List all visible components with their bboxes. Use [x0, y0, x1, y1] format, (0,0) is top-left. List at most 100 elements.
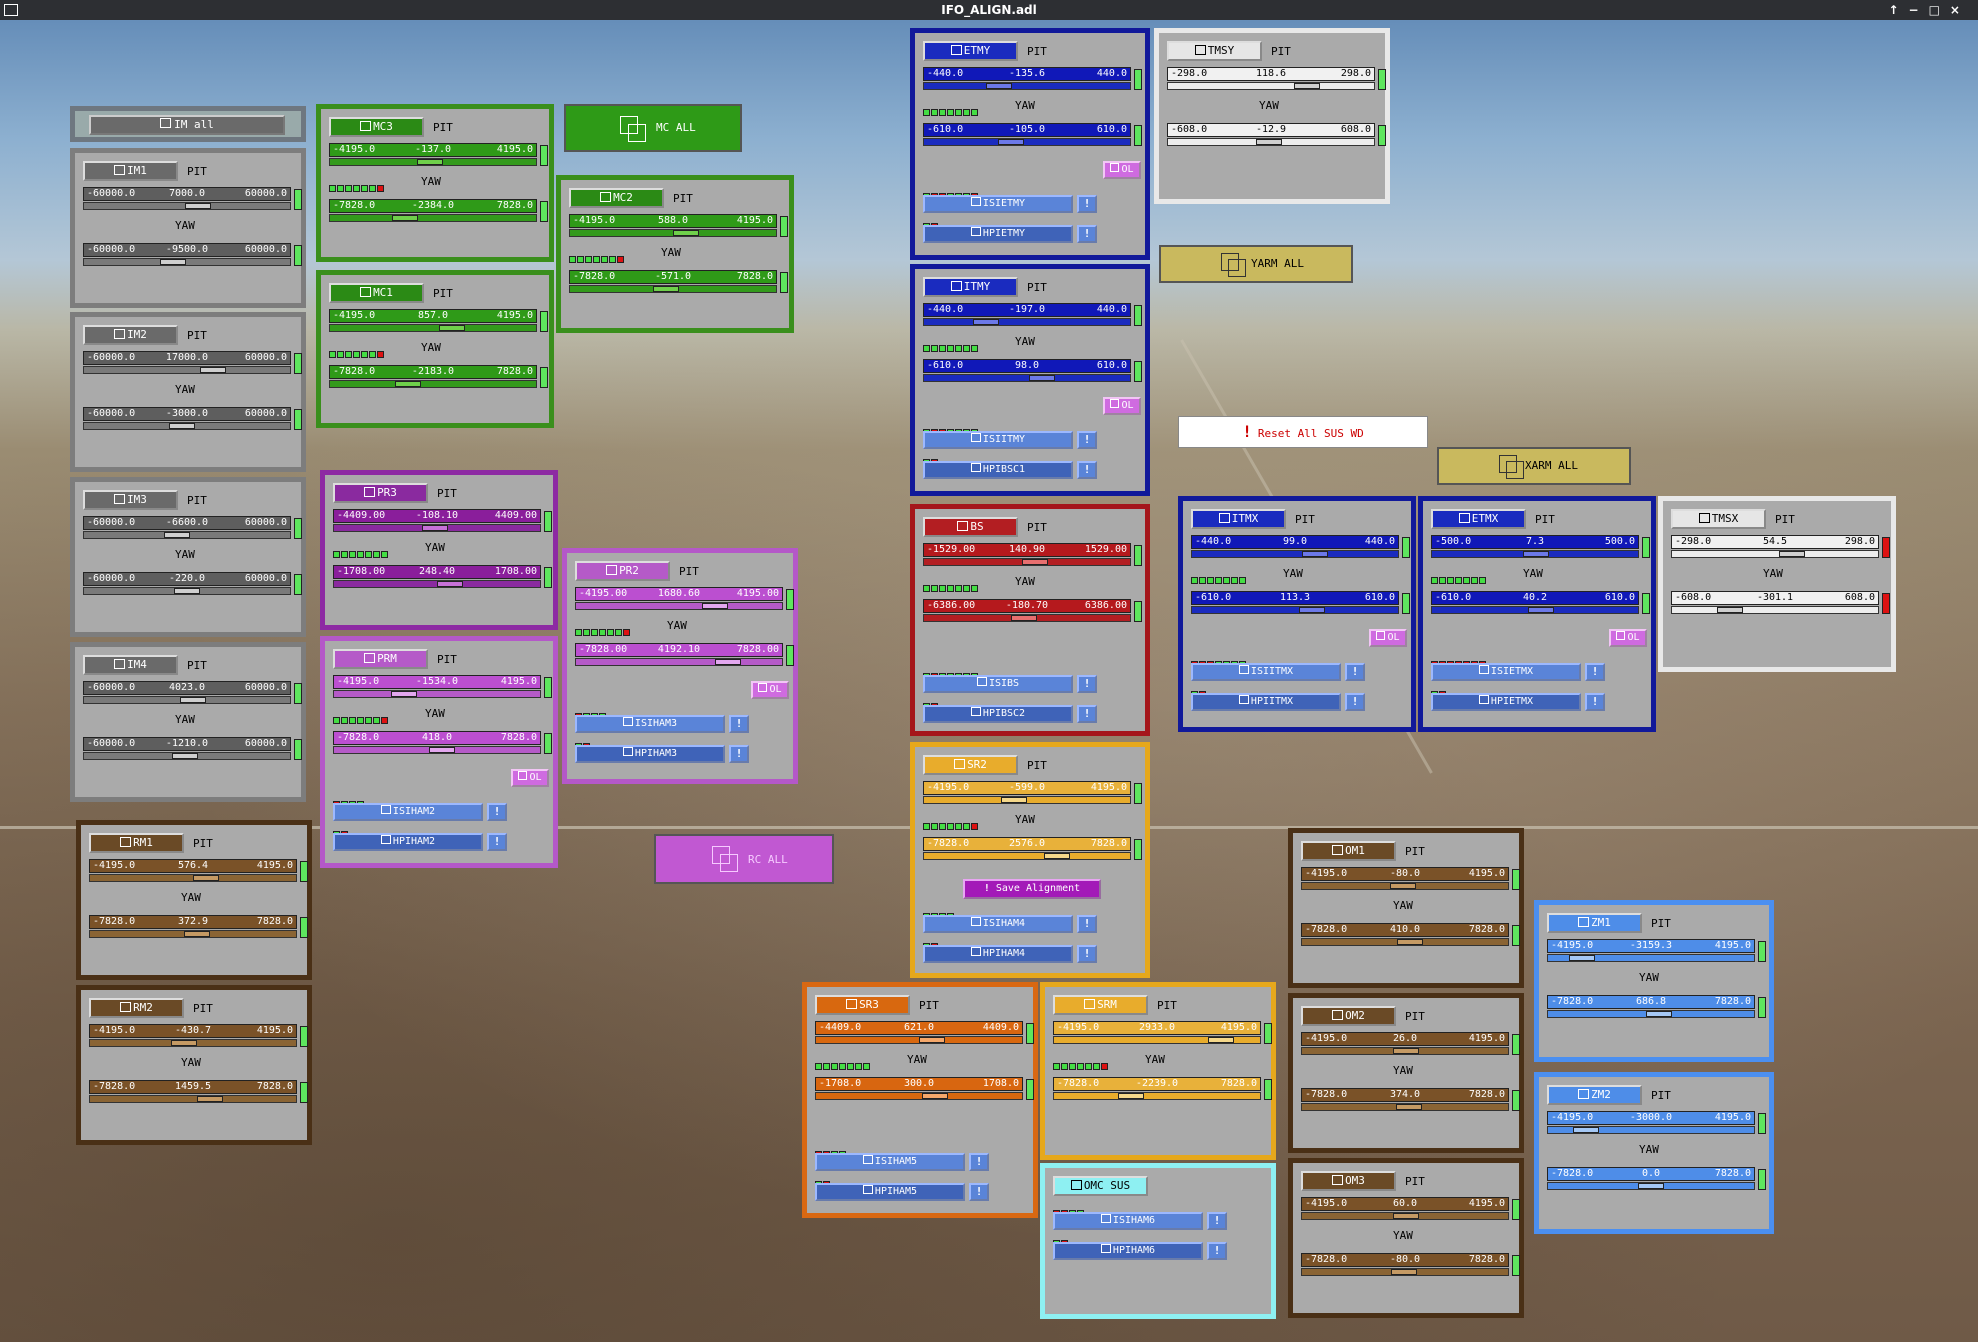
yaw-thumb[interactable]	[1391, 1269, 1418, 1275]
seismic-isiitmx-button[interactable]: ISIITMX	[1191, 663, 1341, 681]
yaw-thumb[interactable]	[394, 381, 421, 387]
yaw-thumb[interactable]	[1396, 1104, 1423, 1110]
yaw-thumb[interactable]	[653, 286, 680, 292]
pit-track[interactable]	[1191, 550, 1399, 558]
pit-track[interactable]	[83, 366, 291, 374]
panel-sr2-open-button[interactable]: SR2	[923, 755, 1018, 775]
seismic-isiham2-action-button[interactable]: !	[487, 803, 507, 821]
pit-thumb[interactable]	[1302, 551, 1329, 557]
window-controls-icon[interactable]: ↑−□×	[1888, 3, 1970, 17]
pit-thumb[interactable]	[421, 525, 448, 531]
yaw-thumb[interactable]	[714, 659, 741, 665]
pit-thumb[interactable]	[1390, 883, 1417, 889]
panel-om2-open-button[interactable]: OM2	[1301, 1006, 1396, 1026]
pit-thumb[interactable]	[417, 159, 444, 165]
panel-etmx-open-button[interactable]: ETMX	[1431, 509, 1526, 529]
yaw-thumb[interactable]	[1396, 939, 1423, 945]
pit-thumb[interactable]	[918, 1037, 945, 1043]
pit-thumb[interactable]	[1523, 551, 1550, 557]
panel-im1-open-button[interactable]: IM1	[83, 161, 178, 181]
yaw-track[interactable]	[329, 214, 537, 222]
seismic-isibs-action-button[interactable]: !	[1077, 675, 1097, 693]
seismic-isibs-button[interactable]: ISIBS	[923, 675, 1073, 693]
yaw-thumb[interactable]	[196, 1096, 223, 1102]
panel-om3-open-button[interactable]: OM3	[1301, 1171, 1396, 1191]
yaw-track[interactable]	[1191, 606, 1399, 614]
pit-thumb[interactable]	[973, 319, 1000, 325]
save-alignment-button[interactable]: ! Save Alignment	[963, 879, 1101, 899]
yaw-thumb[interactable]	[1527, 607, 1554, 613]
panel-rm1-open-button[interactable]: RM1	[89, 833, 184, 853]
panel-mc3-open-button[interactable]: MC3	[329, 117, 424, 137]
yaw-thumb[interactable]	[1011, 615, 1038, 621]
pit-thumb[interactable]	[1022, 559, 1049, 565]
seismic-isietmx-action-button[interactable]: !	[1585, 663, 1605, 681]
seismic-isiham4-button[interactable]: ISIHAM4	[923, 915, 1073, 933]
seismic-isiham4-action-button[interactable]: !	[1077, 915, 1097, 933]
pit-thumb[interactable]	[985, 83, 1012, 89]
pit-track[interactable]	[923, 796, 1131, 804]
seismic-isiham3-button[interactable]: ISIHAM3	[575, 715, 725, 733]
yaw-thumb[interactable]	[1043, 853, 1070, 859]
panel-etmy-open-button[interactable]: ETMY	[923, 41, 1018, 61]
xarm-all-button[interactable]: XARM ALL	[1437, 447, 1631, 485]
seismic-hpiham4-button[interactable]: HPIHAM4	[923, 945, 1073, 963]
seismic-hpietmy-button[interactable]: HPIETMY	[923, 225, 1073, 243]
panel-pr3-open-button[interactable]: PR3	[333, 483, 428, 503]
yaw-thumb[interactable]	[921, 1093, 948, 1099]
seismic-hpiitmx-button[interactable]: HPIITMX	[1191, 693, 1341, 711]
seismic-hpibsc2-action-button[interactable]: !	[1077, 705, 1097, 723]
seismic-isiham5-button[interactable]: ISIHAM5	[815, 1153, 965, 1171]
pit-thumb[interactable]	[1392, 1048, 1419, 1054]
im-all-button[interactable]: IM all	[89, 115, 285, 135]
yaw-thumb[interactable]	[1028, 375, 1055, 381]
panel-om1-open-button[interactable]: OM1	[1301, 841, 1396, 861]
yaw-thumb[interactable]	[428, 747, 455, 753]
panel-tmsx-open-button[interactable]: TMSX	[1671, 509, 1766, 529]
seismic-hpiham6-action-button[interactable]: !	[1207, 1242, 1227, 1260]
panel-prm-open-button[interactable]: PRM	[333, 649, 428, 669]
ol-button[interactable]: OL	[1103, 161, 1141, 179]
yaw-track[interactable]	[333, 580, 541, 588]
yaw-thumb[interactable]	[1638, 1183, 1664, 1189]
pit-track[interactable]	[1167, 82, 1375, 90]
seismic-hpietmx-action-button[interactable]: !	[1585, 693, 1605, 711]
pit-thumb[interactable]	[672, 230, 699, 236]
pit-track[interactable]	[1053, 1036, 1261, 1044]
pit-thumb[interactable]	[1569, 955, 1596, 961]
seismic-hpietmx-button[interactable]: HPIETMX	[1431, 693, 1581, 711]
pit-thumb[interactable]	[192, 875, 219, 881]
pit-thumb[interactable]	[163, 532, 190, 538]
yaw-track[interactable]	[923, 852, 1131, 860]
mc-all-button[interactable]: MC ALL	[564, 104, 742, 152]
pit-track[interactable]	[1547, 954, 1755, 962]
seismic-hpiham3-button[interactable]: HPIHAM3	[575, 745, 725, 763]
seismic-hpiham5-action-button[interactable]: !	[969, 1183, 989, 1201]
seismic-isiham6-action-button[interactable]: !	[1207, 1212, 1227, 1230]
seismic-hpiitmx-action-button[interactable]: !	[1345, 693, 1365, 711]
